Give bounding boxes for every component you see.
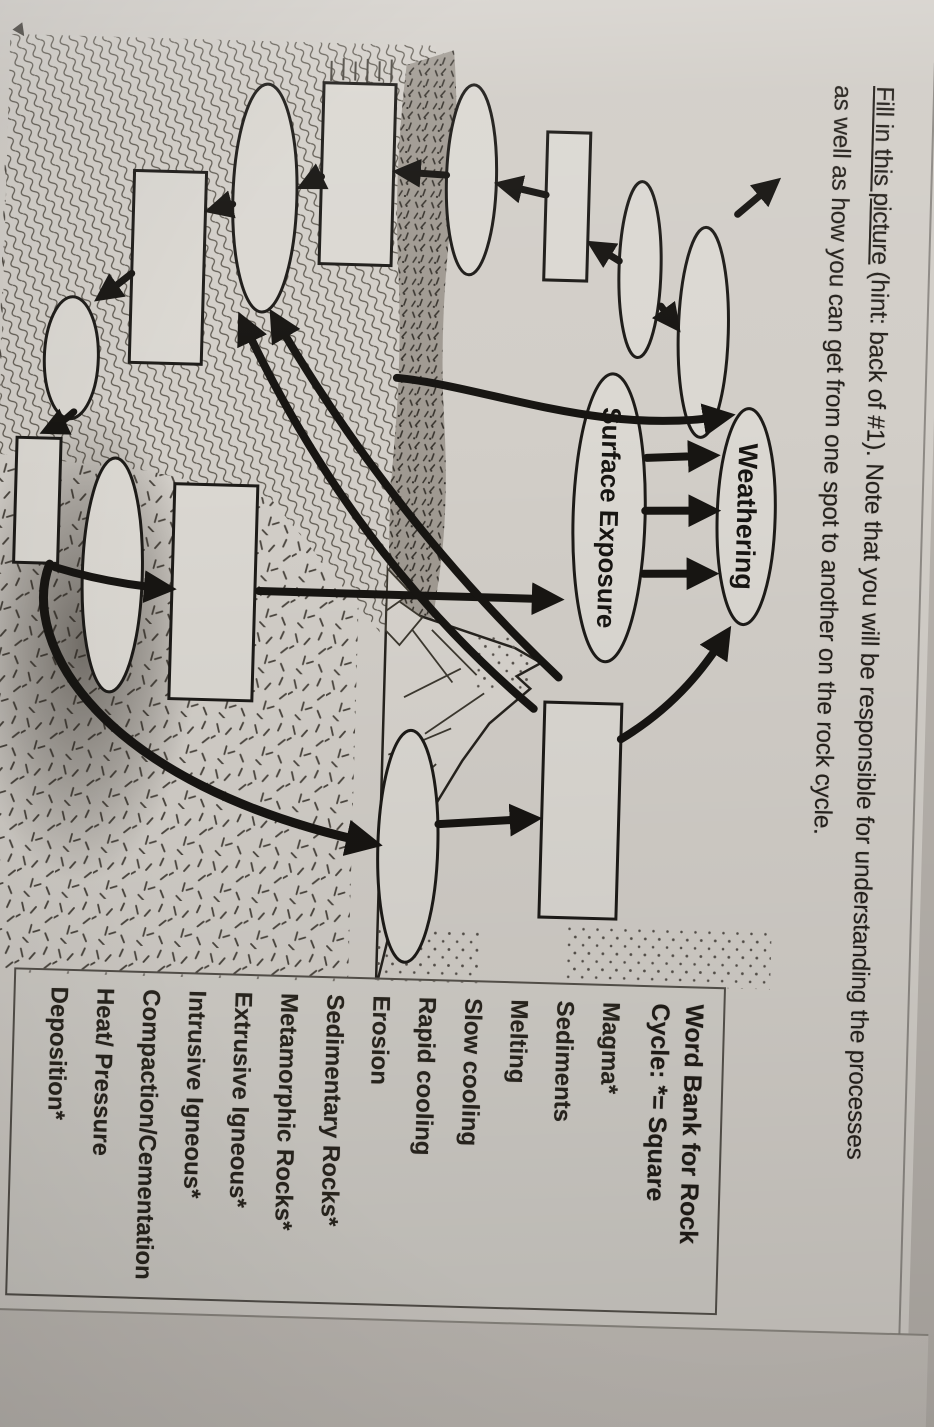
flow-arrow — [392, 158, 451, 188]
flow-arrow — [616, 625, 732, 744]
blank-oval-1 — [676, 225, 730, 439]
flow-arrow — [254, 582, 565, 616]
flow-arrow — [296, 163, 329, 190]
flow-arrow — [269, 308, 563, 682]
flow-arrow — [237, 311, 538, 713]
flow-arrow — [586, 240, 623, 269]
word-bank-item: Erosion — [365, 995, 395, 1086]
flow-arrow — [204, 190, 237, 219]
flow-arrow — [51, 563, 177, 603]
word-bank-item: Sedimentary Rocks* — [315, 993, 349, 1227]
blank-rect-6 — [537, 700, 624, 921]
word-bank-item: Magma* — [594, 1001, 625, 1095]
flow-arrow — [734, 177, 782, 218]
weathering-label: Weathering — [729, 443, 763, 590]
ash-dots — [564, 925, 772, 990]
rock-cycle-diagram: Weathering Surface Exposure — [0, 33, 782, 990]
blank-oval-2 — [617, 180, 663, 360]
flow-arrows — [39, 158, 782, 856]
flow-arrow — [493, 175, 550, 204]
flow-arrow — [434, 803, 543, 837]
ash-dots — [474, 635, 532, 693]
word-bank-item: Rapid cooling — [409, 996, 441, 1156]
word-bank-item: Deposition* — [42, 986, 73, 1121]
flow-arrow — [639, 557, 720, 591]
word-bank-item: Slow cooling — [455, 997, 487, 1147]
blank-rect-4 — [12, 435, 63, 565]
layer-dashes — [330, 58, 393, 83]
word-bank-item: Metamorphic Rocks* — [269, 992, 303, 1231]
surface-exposure-oval — [571, 372, 647, 664]
flow-arrow — [39, 559, 383, 856]
instructions-text: Fill in this picture (hint: back of #1).… — [785, 85, 905, 1387]
blank-rect-5 — [167, 482, 260, 703]
flow-arrow — [392, 373, 736, 436]
surface-exposure-label: Surface Exposure — [591, 407, 627, 629]
word-bank-item: Extrusive Igneous* — [223, 991, 257, 1209]
word-bank-item: Compaction/Cementation — [129, 988, 165, 1281]
word-bank-box: Word Bank for Rock Cycle: *= Square Magm… — [5, 967, 727, 1316]
blank-rect-3 — [127, 168, 209, 366]
blank-rect-2 — [317, 81, 398, 268]
flow-arrow — [642, 440, 721, 473]
flow-arrow — [651, 300, 681, 333]
page-top-rule — [898, 62, 934, 1335]
flow-arrow — [39, 408, 78, 435]
word-bank-list: Magma* Sediments Melting Slow cooling Ra… — [27, 986, 633, 1305]
flow-arrow — [94, 269, 136, 302]
blank-rect-1 — [542, 130, 593, 283]
instructions-underlined: Fill in this picture — [866, 85, 899, 266]
word-bank-item: Intrusive Igneous* — [177, 990, 211, 1199]
word-bank-item: Melting — [503, 999, 533, 1084]
ground-surface-band — [389, 50, 457, 639]
flow-arrow — [641, 494, 722, 528]
word-bank-item: Sediments — [548, 1000, 579, 1123]
